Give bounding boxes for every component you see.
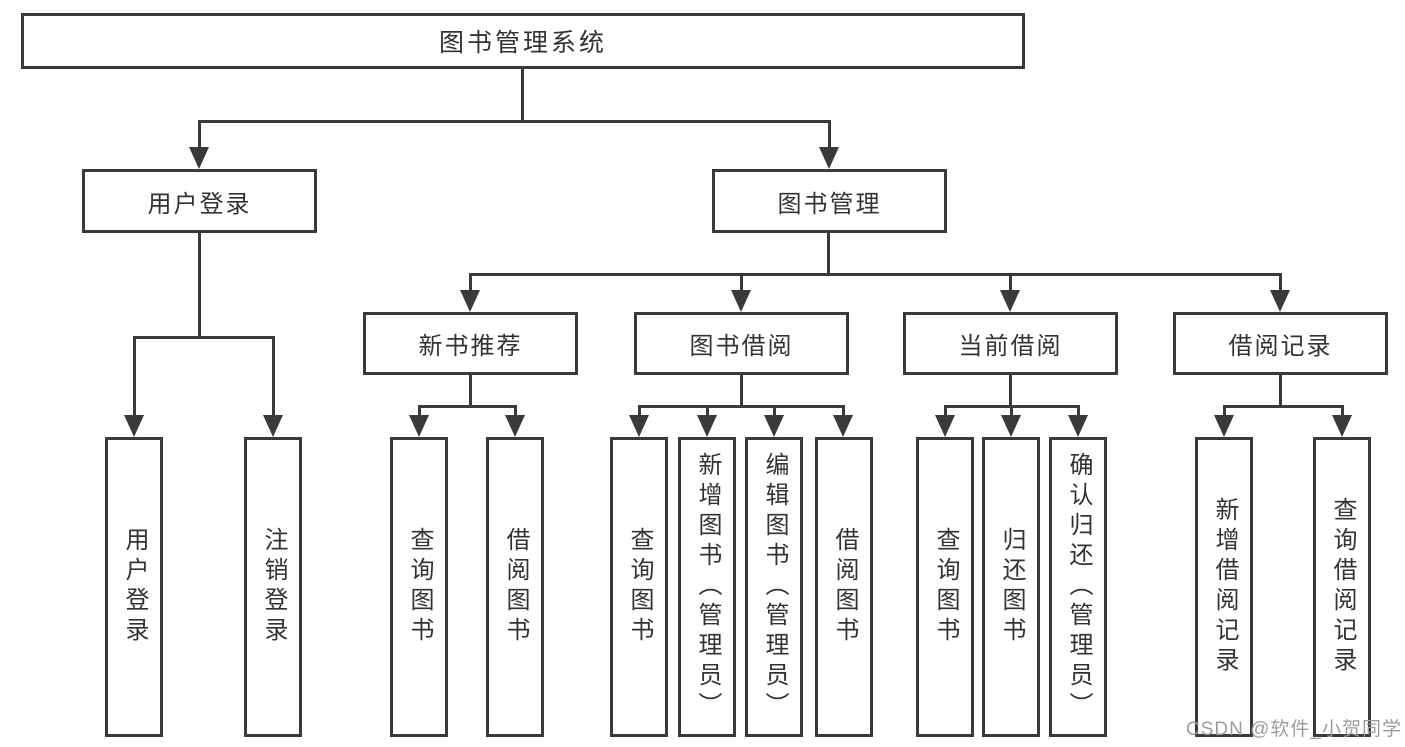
connector-line	[1223, 405, 1226, 417]
leaf-borrowing-query-books: 查询图书	[610, 437, 668, 737]
leaf-user-login: 用户登录	[105, 437, 163, 737]
arrow-down-icon	[764, 415, 784, 437]
connector-line	[638, 405, 641, 417]
connector-line	[1010, 405, 1013, 417]
leaf-borrowing-borrow-books: 借阅图书	[815, 437, 873, 737]
connector-line	[842, 405, 845, 417]
connector-line	[198, 120, 831, 123]
connector-line	[1077, 405, 1080, 417]
connector-line	[272, 336, 275, 416]
connector-line	[740, 273, 743, 292]
connector-line	[198, 231, 201, 339]
connector-line	[469, 273, 472, 292]
connector-line	[1009, 373, 1012, 407]
leaf-current-confirm-return-admin: 确认归还（管理员）	[1049, 437, 1107, 737]
connector-line	[418, 405, 517, 408]
connector-line	[827, 231, 830, 276]
arrow-down-icon	[1332, 415, 1352, 437]
connector-line	[1223, 405, 1343, 408]
leaf-logout: 注销登录	[244, 437, 302, 737]
connector-line	[469, 273, 1282, 276]
leaf-recommend-query-books: 查询图书	[390, 437, 448, 737]
arrow-down-icon	[833, 415, 853, 437]
connector-line	[706, 405, 709, 417]
arrow-down-icon	[697, 415, 717, 437]
leaf-current-return-books: 归还图书	[982, 437, 1040, 737]
connector-line	[1279, 273, 1282, 292]
arrow-down-icon	[819, 147, 839, 169]
connector-line	[740, 373, 743, 407]
connector-line	[944, 405, 947, 417]
node-library-management-system: 图书管理系统	[21, 13, 1025, 69]
node-new-book-recommendation: 新书推荐	[363, 312, 578, 375]
node-book-management: 图书管理	[712, 169, 947, 233]
arrow-down-icon	[1000, 290, 1020, 312]
connector-line	[828, 120, 831, 149]
connector-line	[514, 405, 517, 417]
connector-line	[198, 120, 201, 149]
leaf-borrowing-add-books-admin: 新增图书（管理员）	[678, 437, 736, 737]
connector-line	[773, 405, 776, 417]
node-current-borrowing: 当前借阅	[903, 312, 1118, 375]
leaf-borrowing-edit-books-admin: 编辑图书（管理员）	[745, 437, 803, 737]
arrow-down-icon	[189, 147, 209, 169]
connector-line	[1009, 273, 1012, 292]
arrow-down-icon	[629, 415, 649, 437]
connector-line	[418, 405, 421, 417]
leaf-records-add-borrow-record: 新增借阅记录	[1195, 437, 1253, 737]
connector-line	[469, 373, 472, 407]
node-borrowing-records: 借阅记录	[1173, 312, 1388, 375]
connector-line	[1279, 373, 1282, 407]
leaf-records-query-borrow-record: 查询借阅记录	[1313, 437, 1371, 737]
arrow-down-icon	[1214, 415, 1234, 437]
arrow-down-icon	[1270, 290, 1290, 312]
connector-line	[1341, 405, 1344, 417]
arrow-down-icon	[935, 415, 955, 437]
arrow-down-icon	[1001, 415, 1021, 437]
leaf-current-query-books: 查询图书	[916, 437, 974, 737]
leaf-recommend-borrow-books: 借阅图书	[486, 437, 544, 737]
connector-line	[133, 336, 136, 416]
arrow-down-icon	[460, 290, 480, 312]
node-user-login: 用户登录	[82, 169, 317, 233]
arrow-down-icon	[263, 415, 283, 437]
connector-line	[521, 67, 524, 123]
connector-line	[638, 405, 845, 408]
node-book-borrowing: 图书借阅	[634, 312, 849, 375]
arrow-down-icon	[731, 290, 751, 312]
arrow-down-icon	[124, 415, 144, 437]
arrow-down-icon	[1068, 415, 1088, 437]
connector-line	[133, 336, 275, 339]
csdn-watermark: CSDN @软件_小贺同学	[1186, 719, 1402, 740]
arrow-down-icon	[505, 415, 525, 437]
arrow-down-icon	[409, 415, 429, 437]
